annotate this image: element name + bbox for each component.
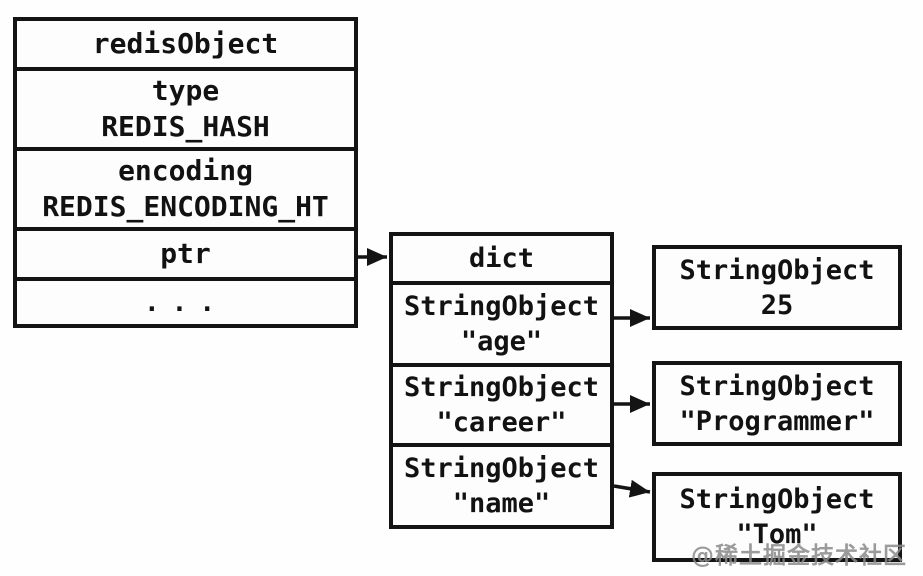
value-box-age: StringObject 25 (652, 245, 902, 330)
value-class: StringObject (679, 484, 875, 515)
encoding-value: REDIS_ENCODING_HT (42, 190, 329, 223)
type-label: type (151, 74, 220, 107)
value-box-career: StringObject "Programmer" (652, 361, 902, 446)
value-class: StringObject (679, 254, 875, 286)
dict-entry-class: StringObject (403, 372, 600, 403)
ptr-label: ptr (160, 237, 211, 270)
ellipsis-row: ... (17, 277, 354, 324)
value-class: StringObject (679, 370, 875, 402)
dict-entry-name: StringObject "name" (393, 443, 610, 525)
watermark-text: @稀土掘金技术社区 (691, 543, 907, 569)
redis-object-title: redisObject (92, 27, 279, 60)
ellipsis-text: ... (144, 287, 227, 318)
encoding-row: encoding REDIS_ENCODING_HT (17, 147, 354, 227)
value-text: "Tom" (736, 519, 818, 550)
dict-entry-class: StringObject (403, 291, 600, 322)
dict-entry-career: StringObject "career" (393, 363, 610, 443)
encoding-label: encoding (118, 154, 253, 187)
value-box-name: StringObject "Tom" (652, 472, 902, 562)
redis-object-header: redisObject (17, 21, 354, 67)
value-box-content: StringObject 25 (656, 249, 898, 326)
value-text: "Programmer" (679, 405, 875, 437)
dict-entry-class: StringObject (403, 453, 600, 484)
dict-header: dict (393, 236, 610, 281)
type-row: type REDIS_HASH (17, 67, 354, 147)
value-box-content: StringObject "Tom" (656, 476, 898, 558)
redis-object-box: redisObject type REDIS_HASH encoding RED… (13, 17, 358, 328)
value-text: 25 (760, 289, 794, 321)
value-box-content: StringObject "Programmer" (656, 365, 898, 442)
ptr-row: ptr (17, 227, 354, 277)
dict-entry-key: "name" (452, 488, 551, 519)
dict-box: dict StringObject "age" StringObject "ca… (389, 232, 614, 529)
dict-entry-age: StringObject "age" (393, 281, 610, 363)
dict-title: dict (468, 243, 535, 274)
arrow-name-to-tom (613, 479, 651, 498)
type-value: REDIS_HASH (101, 110, 270, 143)
dict-entry-key: "age" (460, 326, 543, 357)
dict-entry-key: "career" (436, 407, 567, 438)
